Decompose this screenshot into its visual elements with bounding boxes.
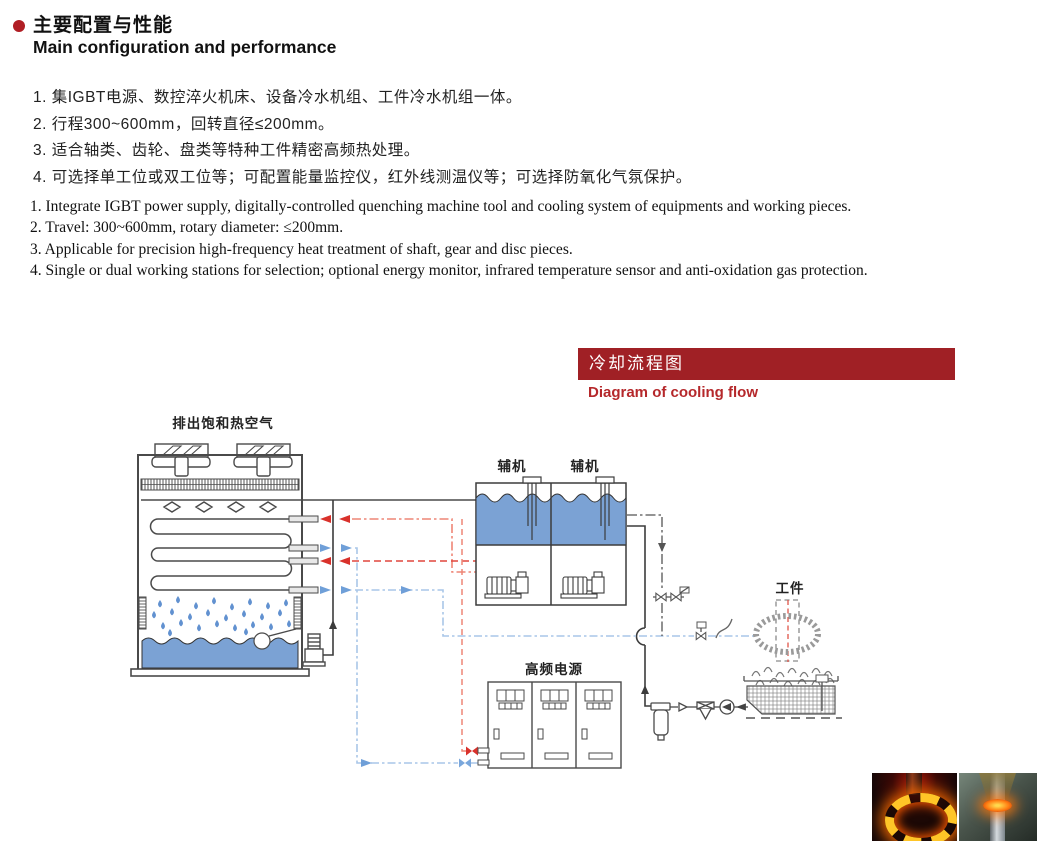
solid-piping	[323, 500, 652, 707]
filter-body-icon	[653, 709, 669, 736]
aux-tank-right-label: 辅机	[571, 458, 600, 474]
feature-list-en: 1. Integrate IGBT power supply, digitall…	[30, 196, 1020, 282]
induction-coil-icon	[753, 613, 821, 655]
tower-pump-icon	[302, 633, 326, 667]
induction-heated-ring-photo	[872, 773, 957, 841]
cooling-flow-banner-label: 冷却流程图	[589, 354, 684, 373]
feature-zh-3: 3. 适合轴类、齿轮、盘类等特种工件精密高频热处理。	[33, 142, 420, 160]
feature-zh-4: 4. 可选择单工位或双工位等；可配置能量监控仪，红外线测温仪等；可选择防氧化气氛…	[33, 168, 692, 186]
feature-en-2: 2. Travel: 300~600mm, rotary diameter: ≤…	[30, 219, 344, 237]
hf-power-cabinets: 高频电源	[477, 661, 622, 769]
flow-indicator-icon	[715, 618, 733, 639]
feature-en-3: 3. Applicable for precision high-frequen…	[30, 240, 573, 258]
hf-power-label: 高频电源	[525, 661, 583, 677]
feature-zh-1: 1. 集IGBT电源、数控淬火机床、设备冷水机组、工件冷水机组一体。	[33, 89, 522, 106]
feature-en-1: 1. Integrate IGBT power supply, digitall…	[30, 198, 852, 215]
workpiece-label: 工件	[776, 580, 805, 596]
quench-tank	[743, 674, 842, 719]
auxiliary-tanks: 辅机 辅机	[475, 458, 627, 606]
glowing-band	[983, 799, 1012, 812]
hot-valve-icon	[466, 746, 478, 756]
filter-cap	[650, 702, 671, 711]
section-title-en: Main configuration and performance	[33, 37, 337, 57]
cooling-flow-banner: 冷却流程图	[578, 348, 955, 380]
section-title-zh: 主要配置与性能	[33, 15, 174, 36]
cooling-flow-diagram: 排出饱和热空气	[130, 415, 842, 769]
tower-fan-icons	[151, 443, 293, 477]
coil-fixture	[906, 773, 922, 795]
feature-zh-2: 2. 行程300~600mm，回转直径≤200mm。	[33, 115, 335, 133]
cooling-tower: 排出饱和热空气	[130, 415, 476, 677]
aux-tank-left-label: 辅机	[498, 458, 527, 474]
tank-supply-line	[627, 514, 690, 636]
glowing-ring	[885, 793, 957, 841]
strainer-icon	[696, 701, 715, 721]
tower-basin-water	[141, 637, 299, 669]
section-bullet-icon	[13, 20, 25, 32]
cooling-flow-caption-en: Diagram of cooling flow	[588, 384, 759, 401]
aux-pump-icons	[484, 571, 605, 599]
cold-valve-icon	[459, 758, 471, 768]
feature-en-4: 4. Single or dual working stations for s…	[30, 262, 868, 280]
tower-exhaust-label: 排出饱和热空气	[172, 415, 274, 431]
feature-list-zh: 1. 集IGBT电源、数控淬火机床、设备冷水机组、工件冷水机组一体。 2. 行程…	[33, 85, 933, 191]
workpiece-area: 工件	[695, 580, 842, 719]
spray-nozzle-icons	[162, 501, 278, 513]
check-valve-icon	[678, 701, 689, 713]
quench-fixture	[979, 773, 1016, 799]
tank-inlet-icons	[522, 476, 615, 540]
induction-quenched-shaft-photo	[959, 773, 1037, 841]
water-droplet-icons	[152, 596, 291, 637]
filter-pump-train	[650, 699, 748, 741]
spray-valve-icon	[695, 631, 707, 641]
